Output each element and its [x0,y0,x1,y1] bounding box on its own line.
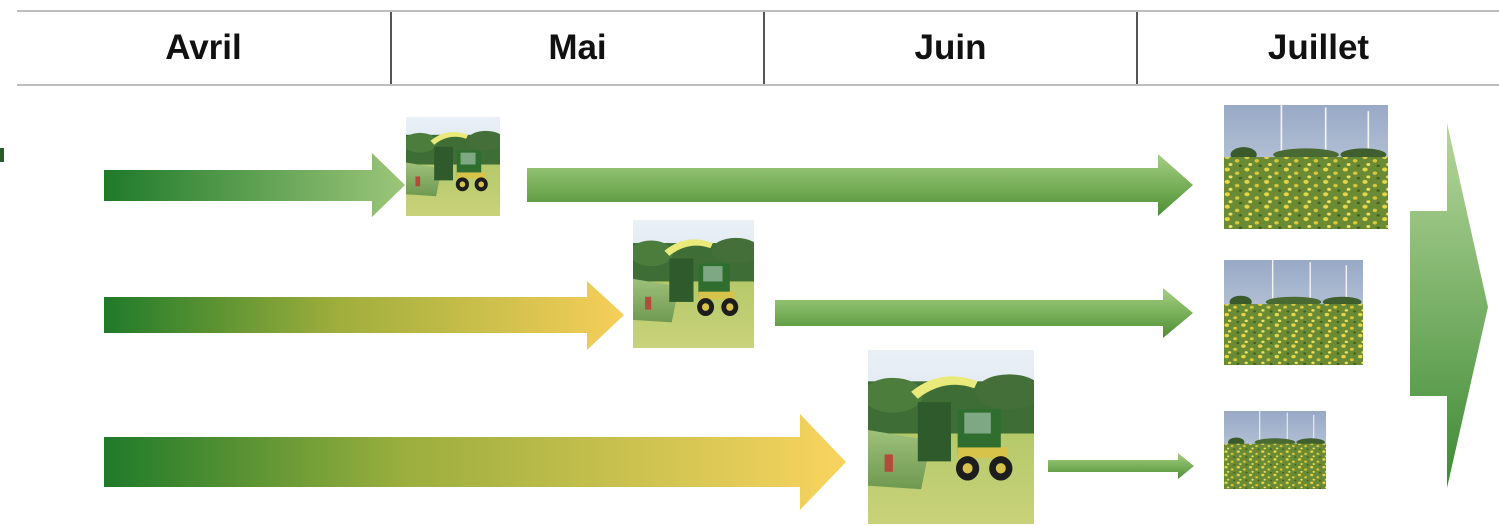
yield-decrease-arrow [1410,123,1488,488]
month-label-may: Mai [390,12,763,84]
pre-harvest-arrow-3 [104,414,846,510]
regrowth-arrow-1 [527,154,1193,216]
scenario-row-3 [104,350,1326,524]
month-label-july: Juillet [1136,12,1499,84]
month-label-april: Avril [165,28,242,67]
month-timeline-header: Avril Mai Juin Juillet [17,10,1499,86]
regrowth-arrow-2 [775,288,1193,338]
pre-harvest-arrow-2 [104,281,624,350]
harvester-photo-3 [868,350,1034,524]
regrowth-field-photo-3 [1224,411,1326,489]
regrowth-field-photo-1 [1224,105,1388,229]
scenario-row-1 [104,105,1388,229]
left-edge-mark [0,148,4,162]
pre-harvest-arrow-1 [104,153,405,217]
regrowth-arrow-3 [1048,453,1194,479]
month-label-june: Juin [763,12,1136,84]
harvester-photo-2 [633,220,754,348]
regrowth-field-photo-2 [1224,260,1363,365]
harvester-photo-1 [406,117,500,216]
scenario-row-2 [104,220,1363,365]
